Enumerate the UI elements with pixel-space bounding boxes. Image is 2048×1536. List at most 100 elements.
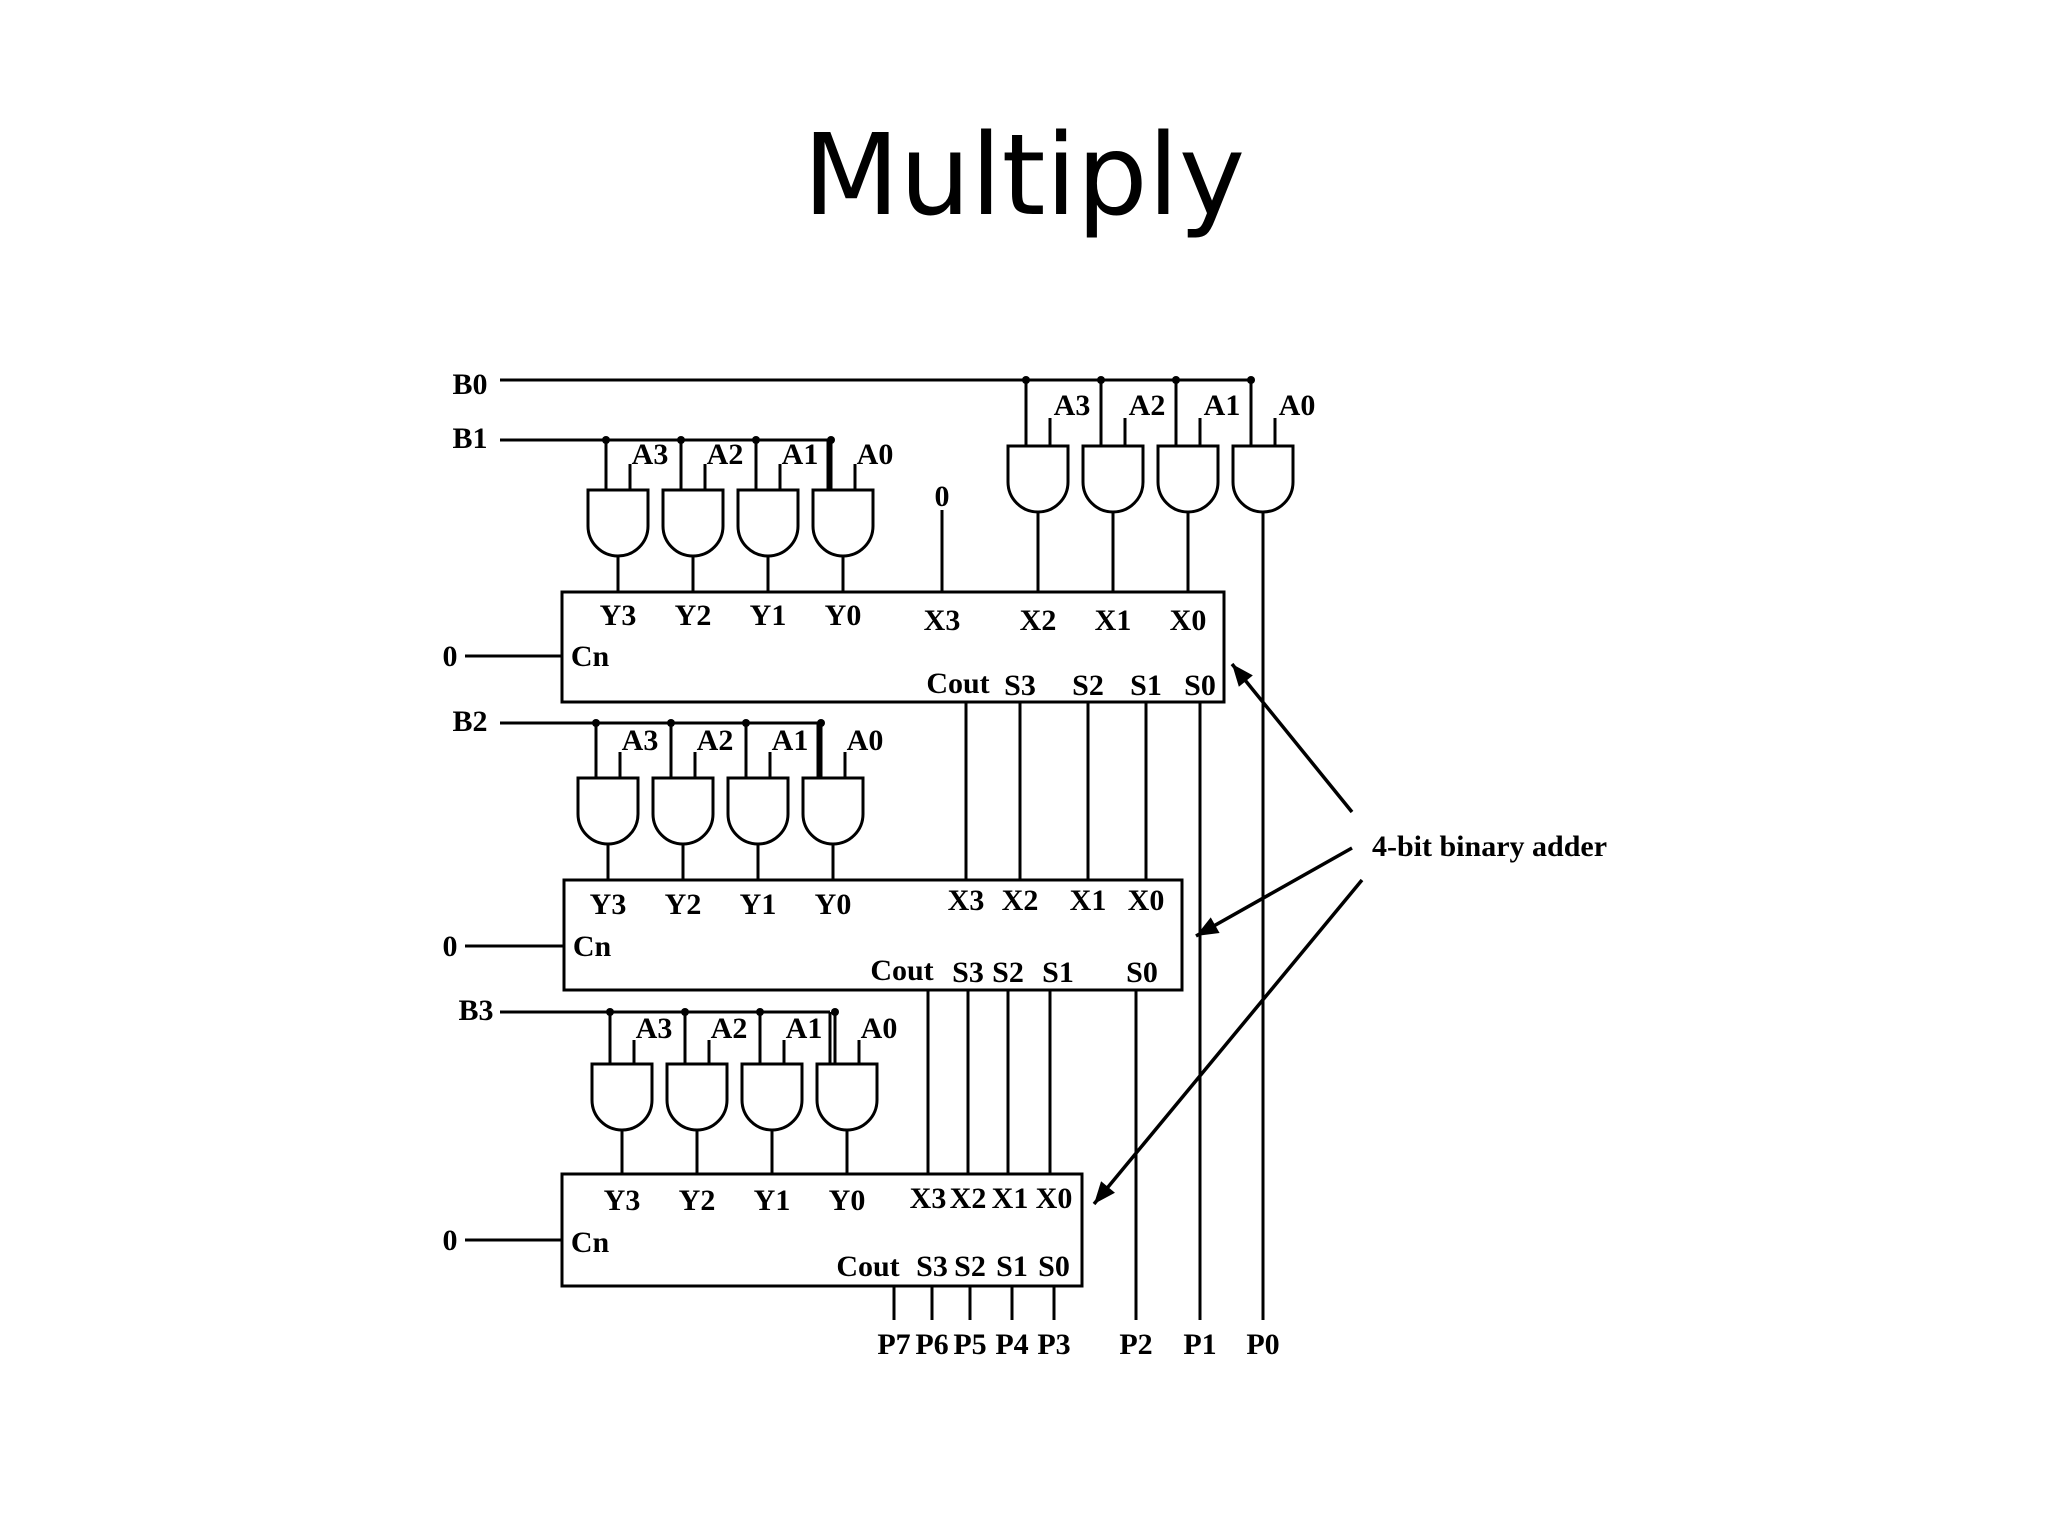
- sum-label: S1: [996, 1250, 1028, 1283]
- b1-label: B1: [452, 422, 487, 455]
- x-input-label: X3: [948, 884, 985, 917]
- sum-label: S0: [1126, 956, 1158, 989]
- adder-1-box: [560, 590, 1226, 704]
- a-input-label: A2: [711, 1012, 748, 1045]
- product-output-label: P5: [953, 1328, 986, 1361]
- product-output-label: P3: [1037, 1328, 1070, 1361]
- sum-label: S3: [916, 1250, 948, 1283]
- b0-label: B0: [452, 368, 487, 401]
- adder-blocks: [560, 590, 1226, 1288]
- junction-dot: [752, 436, 760, 444]
- y-input-label: Y1: [750, 599, 787, 632]
- junction-dot: [1097, 376, 1105, 384]
- sum-label: S0: [1038, 1250, 1070, 1283]
- carry-in-label: Cn: [573, 930, 612, 963]
- product-output-label: P2: [1119, 1328, 1152, 1361]
- product-output-label: P0: [1246, 1328, 1279, 1361]
- y-input-label: Y3: [604, 1184, 641, 1217]
- x-input-label: X0: [1036, 1182, 1073, 1215]
- and-gate: [815, 1062, 879, 1132]
- and-gate: [651, 776, 715, 846]
- annotation-arrowhead: [1232, 664, 1253, 687]
- a-input-label: A3: [1054, 389, 1091, 422]
- junction-dot: [1172, 376, 1180, 384]
- circuit-wires: [465, 376, 1277, 1320]
- and-gate: [590, 1062, 654, 1132]
- carry-out-label: Cout: [836, 1250, 899, 1283]
- a-input-label: A1: [772, 724, 809, 757]
- junction-dot: [831, 1008, 839, 1016]
- y-input-label: Y3: [590, 888, 627, 921]
- zero-constant-label: 0: [935, 480, 950, 513]
- a-input-label: A2: [697, 724, 734, 757]
- carry-in-zero: 0: [443, 930, 458, 963]
- adder-2-box: [562, 878, 1184, 992]
- x-input-label: X0: [1170, 604, 1207, 637]
- and-gate: [740, 1062, 804, 1132]
- adder-annotation-label: 4-bit binary adder: [1372, 830, 1607, 863]
- a-input-label: A3: [636, 1012, 673, 1045]
- y-input-label: Y3: [600, 599, 637, 632]
- y-input-label: Y1: [754, 1184, 791, 1217]
- junction-dot: [1022, 376, 1030, 384]
- sum-label: S1: [1042, 956, 1074, 989]
- adder-3-box: [560, 1172, 1084, 1288]
- and-gate: [1231, 444, 1295, 514]
- and-gates: [576, 444, 1295, 1132]
- y-input-label: Y0: [829, 1184, 866, 1217]
- and-gate: [736, 488, 800, 558]
- junction-dot: [602, 436, 610, 444]
- annotation-arrow-line: [1230, 662, 1354, 814]
- and-gate: [576, 776, 640, 846]
- carry-in-zero: 0: [443, 1224, 458, 1257]
- and-gate: [661, 488, 725, 558]
- and-gate: [726, 776, 790, 846]
- x-input-label: X2: [1002, 884, 1039, 917]
- junction-dot: [667, 719, 675, 727]
- sum-label: S2: [992, 956, 1024, 989]
- carry-out-label: Cout: [870, 954, 933, 987]
- sum-label: S1: [1130, 669, 1162, 702]
- junction-dot: [606, 1008, 614, 1016]
- annotation-arrow-line: [1092, 878, 1364, 1206]
- sum-label: S2: [1072, 669, 1104, 702]
- annotation-arrowhead: [1196, 917, 1220, 936]
- and-gate: [1156, 444, 1220, 514]
- x-input-label: X2: [950, 1182, 987, 1215]
- a-input-label: A1: [782, 438, 819, 471]
- x-input-label: X1: [1070, 884, 1107, 917]
- x-input-label: X3: [924, 604, 961, 637]
- a-input-label: A2: [707, 438, 744, 471]
- x-input-label: X3: [910, 1182, 947, 1215]
- a-input-label: A1: [786, 1012, 823, 1045]
- junction-dot: [742, 719, 750, 727]
- a-input-label: A0: [1279, 389, 1316, 422]
- a-input-label: A0: [861, 1012, 898, 1045]
- y-input-label: Y1: [740, 888, 777, 921]
- b3-label: B3: [458, 994, 493, 1027]
- y-input-label: Y2: [665, 888, 702, 921]
- sum-label: S3: [952, 956, 984, 989]
- y-input-label: Y2: [675, 599, 712, 632]
- product-output-label: P6: [915, 1328, 948, 1361]
- a-input-label: A0: [847, 724, 884, 757]
- x-input-label: X1: [992, 1182, 1029, 1215]
- sum-label: S3: [1004, 669, 1036, 702]
- sum-label: S0: [1184, 669, 1216, 702]
- a-input-label: A0: [857, 438, 894, 471]
- and-gate: [1006, 444, 1070, 514]
- product-output-label: P4: [995, 1328, 1028, 1361]
- carry-out-label: Cout: [926, 667, 989, 700]
- junction-dot: [677, 436, 685, 444]
- junction-dot: [681, 1008, 689, 1016]
- x-input-label: X2: [1020, 604, 1057, 637]
- y-input-label: Y2: [679, 1184, 716, 1217]
- a-input-label: A3: [622, 724, 659, 757]
- carry-in-label: Cn: [571, 640, 610, 673]
- and-gate: [665, 1062, 729, 1132]
- annotation-arrow-line: [1195, 846, 1353, 938]
- a-input-label: A3: [632, 438, 669, 471]
- carry-in-zero: 0: [443, 640, 458, 673]
